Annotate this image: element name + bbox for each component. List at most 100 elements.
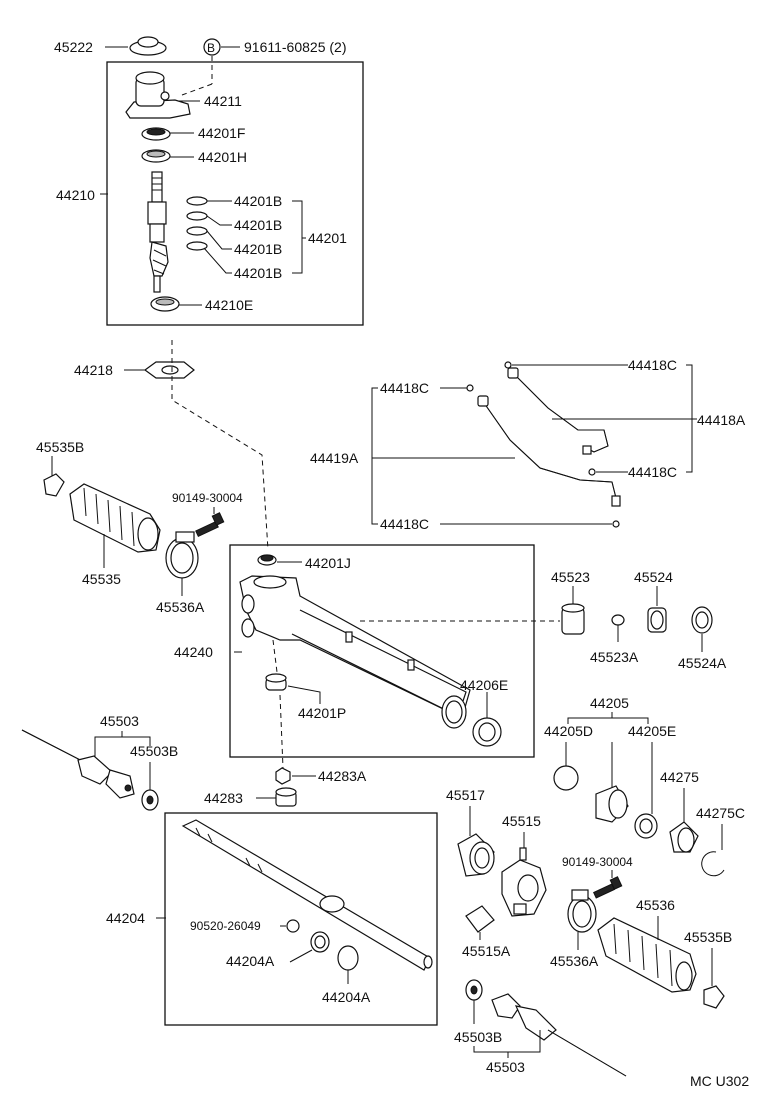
- label-45503B-top: 45503B: [130, 743, 178, 759]
- label-45535B-right: 45535B: [684, 929, 732, 945]
- cap-45222: [105, 36, 167, 56]
- label-45523: 45523: [551, 569, 590, 585]
- label-44201B-1: 44201B: [234, 193, 282, 209]
- label-45503-bottom: 45503: [486, 1059, 525, 1075]
- bearing-44201H: [141, 149, 194, 163]
- label-45222: 45222: [54, 39, 93, 55]
- plug-44283: [256, 787, 297, 807]
- label-44201B-2: 44201B: [234, 217, 282, 233]
- clamp-45536A-right: [567, 889, 597, 950]
- label-44418C-mid-right: 44418C: [628, 464, 677, 480]
- boot-45536: [597, 916, 697, 993]
- oring-90520: [280, 919, 300, 933]
- label-45535B-left: 45535B: [36, 439, 84, 455]
- label-44201H: 44201H: [198, 149, 247, 165]
- label-45524A: 45524A: [678, 655, 727, 671]
- cap-45524: [647, 586, 667, 633]
- label-44205D: 44205D: [544, 723, 593, 739]
- ring-44205E: [634, 742, 658, 839]
- bushing-45515A: [465, 905, 495, 940]
- label-44201: 44201: [308, 230, 347, 246]
- label-45524: 45524: [634, 569, 673, 585]
- label-45536A-left: 45536A: [156, 599, 205, 615]
- label-45523A: 45523A: [590, 649, 639, 665]
- oring-45523A: [611, 614, 625, 642]
- seal-44201P: [265, 673, 321, 704]
- label-44204A-2: 44204A: [322, 989, 371, 1005]
- rack-housing-frame: [229, 544, 535, 758]
- label-44240: 44240: [174, 644, 213, 660]
- label-45536A-right: 45536A: [550, 953, 599, 969]
- tie-rod-45503-left: [21, 729, 135, 799]
- diagram-code: MC U302: [690, 1073, 749, 1089]
- label-44210: 44210: [56, 187, 95, 203]
- tie-rod-45503-right: [491, 993, 627, 1077]
- housing-cover-44211: [125, 71, 200, 119]
- label-44201F: 44201F: [198, 125, 245, 141]
- label-44204: 44204: [106, 910, 145, 926]
- label-91611: 91611-60825 (2): [244, 39, 346, 55]
- oring-44205D: [553, 742, 579, 791]
- seal-44201J: [257, 554, 302, 566]
- nut-45503B-top: [141, 762, 159, 811]
- label-45503B-bottom: 45503B: [454, 1029, 502, 1045]
- clamp-45536A-left: [165, 531, 199, 596]
- label-44210E: 44210E: [205, 297, 253, 313]
- label-45536: 45536: [636, 897, 675, 913]
- label-45515: 45515: [502, 813, 541, 829]
- snap-ring-44275C: [701, 824, 725, 877]
- label-44418A: 44418A: [697, 412, 746, 428]
- label-44205: 44205: [590, 695, 629, 711]
- label-44283: 44283: [204, 790, 243, 806]
- label-44419A: 44419A: [310, 450, 359, 466]
- label-44201J: 44201J: [305, 555, 351, 571]
- label-44206E: 44206E: [460, 677, 508, 693]
- label-45517: 45517: [446, 787, 485, 803]
- label-44201P: 44201P: [298, 705, 346, 721]
- label-90520: 90520-26049: [190, 919, 261, 933]
- ring-44204A-2: [337, 945, 359, 984]
- clamp-45535B-right: [703, 948, 725, 1009]
- bolt-mark-letter: B: [207, 41, 215, 55]
- bearing-44210E: [150, 296, 202, 312]
- label-44275: 44275: [660, 769, 699, 785]
- bolt-90149-right: [593, 870, 623, 899]
- label-44211: 44211: [204, 93, 242, 109]
- pinion-shaft: [147, 171, 169, 293]
- ring-44204A-1: [289, 931, 330, 963]
- nut-44283A: [275, 767, 316, 785]
- label-44201B-3: 44201B: [234, 241, 282, 257]
- label-90149-left: 90149-30004: [172, 491, 243, 505]
- label-45515A: 45515A: [462, 943, 511, 959]
- label-44418C-top-right: 44418C: [628, 357, 677, 373]
- label-44418C-top-left: 44418C: [380, 380, 429, 396]
- label-44283A: 44283A: [318, 768, 367, 784]
- nut-45503B-bottom: [465, 979, 483, 1024]
- label-44218: 44218: [74, 362, 113, 378]
- label-44275C: 44275C: [696, 805, 745, 821]
- rack-housing-44240: [234, 575, 471, 729]
- ring-45524A: [691, 606, 713, 652]
- seal-rings-44201B: [186, 196, 232, 274]
- bolt-90149-left: [195, 507, 225, 538]
- label-45503-top: 45503: [100, 713, 139, 729]
- bolt-mark-icon: B: [181, 38, 240, 96]
- boot-45535: [69, 483, 161, 568]
- plug-45523: [561, 586, 585, 635]
- label-44418C-bottom: 44418C: [380, 516, 429, 532]
- rack-frame: [164, 812, 438, 1026]
- clamp-45535B-left: [43, 456, 65, 497]
- cap-44275: [669, 788, 699, 853]
- rack-44204: [156, 819, 433, 971]
- label-44205E: 44205E: [628, 723, 676, 739]
- seal-44201F: [141, 127, 194, 141]
- bushing-44206E: [472, 692, 502, 747]
- bushing-44205: [595, 742, 629, 823]
- bracket-45515: [501, 832, 547, 917]
- label-44204A-1: 44204A: [226, 953, 275, 969]
- label-90149-right: 90149-30004: [562, 855, 633, 869]
- label-45535: 45535: [82, 571, 121, 587]
- gasket-44218: [124, 361, 195, 379]
